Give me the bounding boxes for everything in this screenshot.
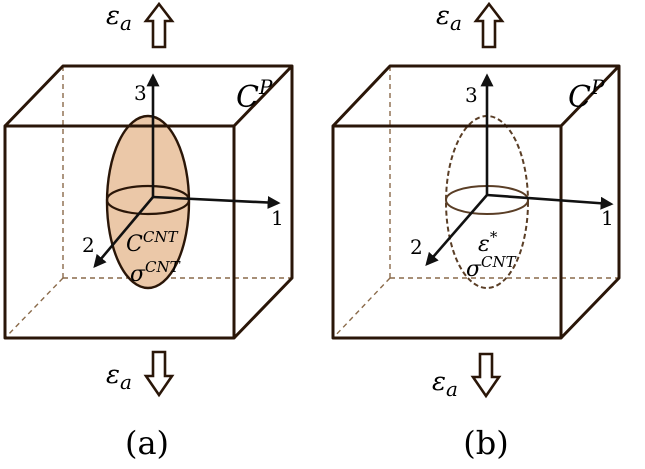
hollow-arrow-up-icon — [143, 1, 175, 49]
axis-2-label: 2 — [410, 235, 423, 259]
axis-1-label: 1 — [601, 206, 614, 230]
coordinate-axes: 3 1 2 — [82, 73, 284, 268]
eigenstrain-label: ε* — [478, 228, 498, 257]
axis-1-arrow — [486, 193, 614, 210]
axis-1-arrow — [152, 195, 281, 209]
matrix-stiffness-label: CP — [568, 75, 605, 115]
axis-3-label: 3 — [465, 83, 478, 107]
hollow-arrow-down-icon — [143, 350, 175, 398]
inclusion-stress-label: σCNT — [130, 258, 181, 287]
panel-a: 3 1 2 CCNT σCNT CP εa εa — [3, 1, 294, 462]
cube-hidden-edges — [332, 66, 619, 339]
axis-2-arrow — [425, 194, 488, 266]
strain-top-label: εa — [436, 1, 462, 35]
coordinate-axes: 3 1 2 — [410, 73, 614, 266]
axis-2-label: 2 — [82, 233, 95, 257]
panel-caption: (a) — [125, 424, 169, 462]
axis-3-label: 3 — [134, 81, 147, 105]
applied-strain-top: εa — [436, 1, 505, 49]
hollow-arrow-down-icon — [470, 352, 502, 399]
axis-1-label: 1 — [271, 206, 284, 230]
applied-strain-bottom: εa — [106, 350, 175, 398]
applied-strain-top: εa — [106, 1, 175, 49]
cube-outline — [331, 64, 621, 340]
strain-top-label: εa — [106, 1, 132, 35]
strain-bottom-label: εa — [432, 367, 458, 401]
applied-strain-bottom: εa — [432, 352, 502, 401]
panel-caption: (b) — [463, 424, 508, 462]
axis-2-arrow — [93, 196, 154, 268]
cube-hidden-edges — [4, 66, 292, 339]
inclusion-stiffness-label: CCNT — [126, 228, 178, 257]
cube-outline — [3, 64, 294, 340]
strain-bottom-label: εa — [106, 360, 132, 394]
hollow-arrow-up-icon — [473, 1, 505, 49]
inclusion-stress-label: σCNT — [466, 253, 517, 282]
matrix-stiffness-label: CP — [236, 75, 273, 115]
panel-b: 3 1 2 ε* σCNT CP εa εa (b) — [331, 1, 621, 462]
